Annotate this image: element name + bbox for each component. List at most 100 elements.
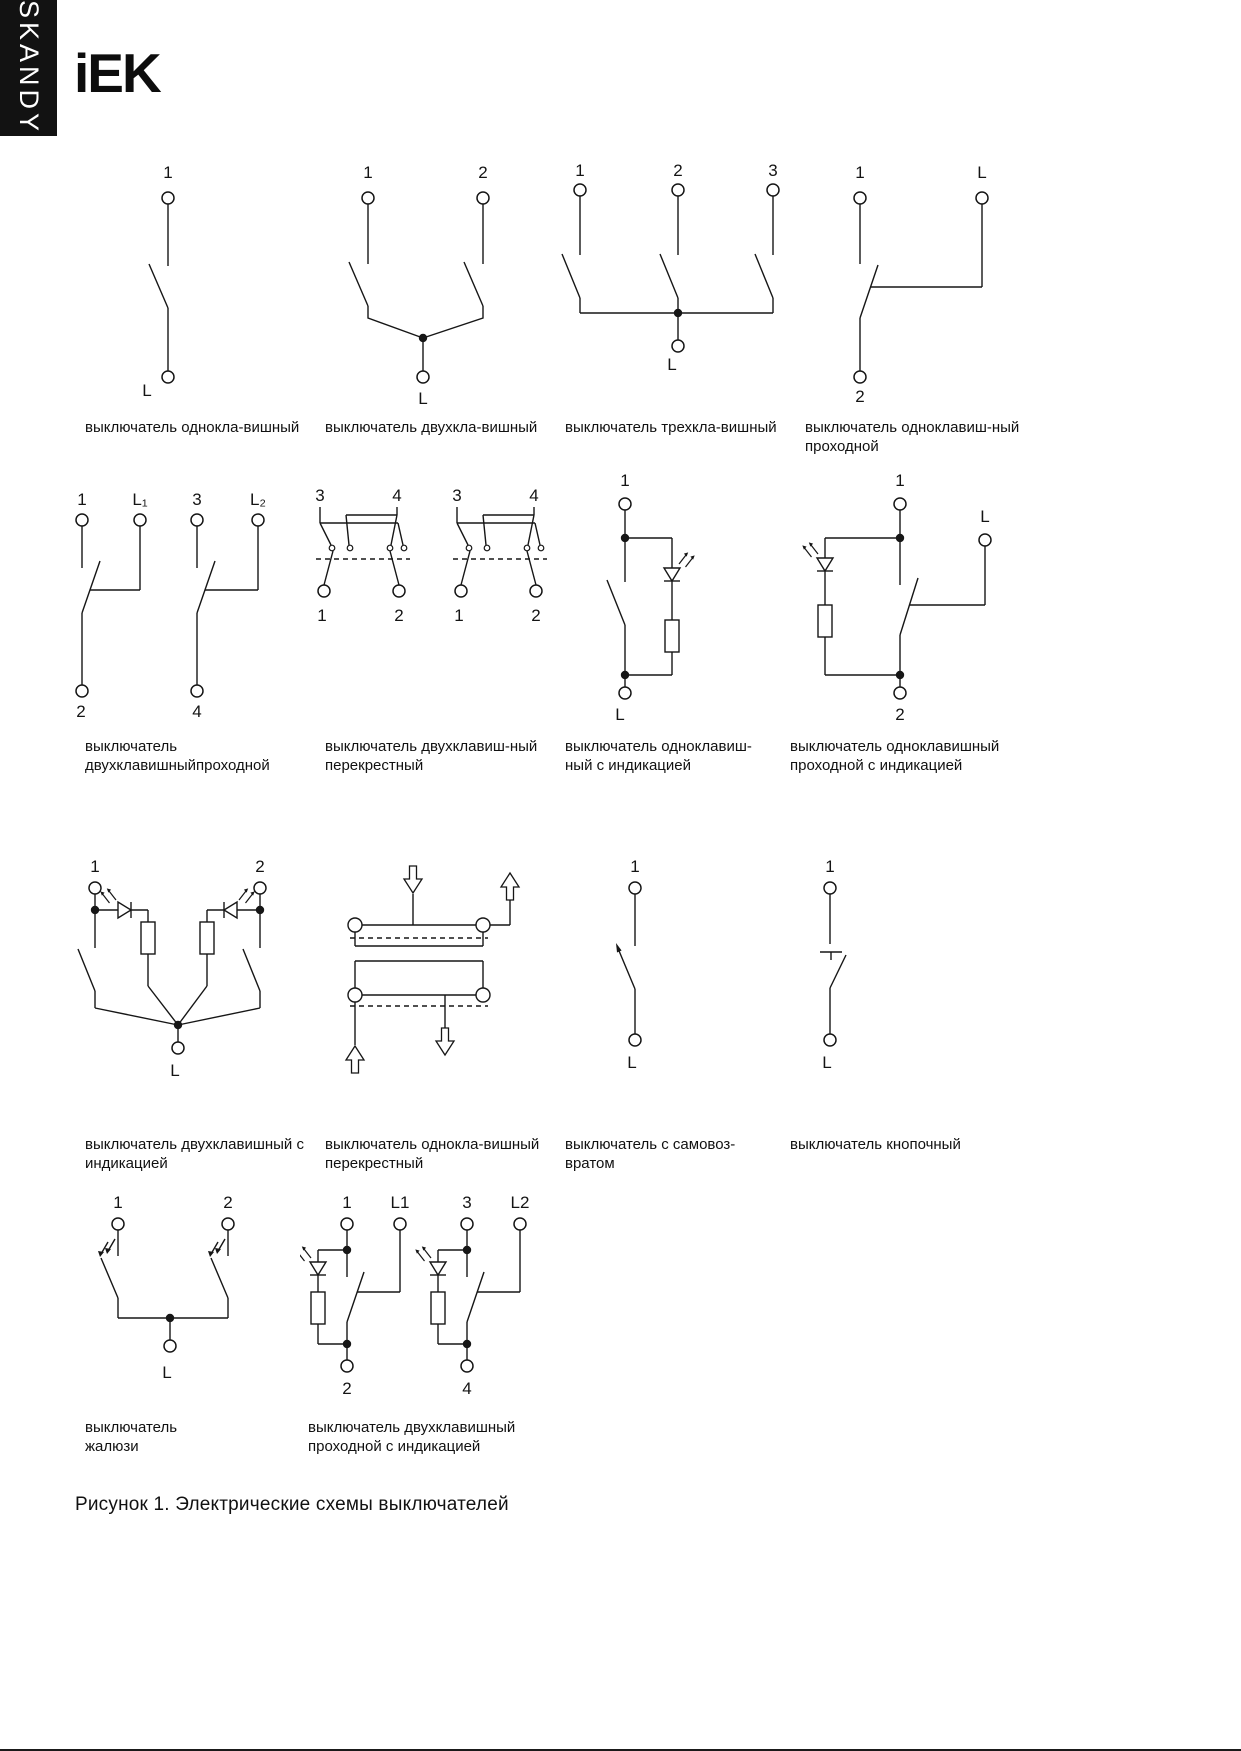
junction-dot [895, 533, 905, 543]
arrow-down-icon [403, 865, 423, 894]
caption-line: выключатель двухклавиш-ный [325, 738, 538, 755]
arrow-up-icon [500, 872, 520, 901]
caption-double-switch-indicator: выключатель двухклавишный с индикацией [85, 1135, 325, 1173]
contact-circle [400, 544, 408, 552]
terminal-circle [75, 684, 89, 698]
terminal-label: 3 [452, 486, 461, 505]
wires [859, 204, 983, 371]
terminal-circle [340, 1217, 354, 1231]
terminal-label: 1 [77, 490, 86, 509]
wires [561, 196, 774, 340]
diagram-double-crossover-switch: 3 4 [308, 485, 558, 635]
diagram-blinds-switch: 1 2 L [70, 1192, 300, 1407]
caption-blinds-switch: выключатель жалюзи [85, 1418, 285, 1456]
junction-dot [418, 333, 428, 343]
arrowhead [208, 1251, 214, 1257]
terminal-label: 2 [255, 857, 264, 876]
double-crossover-schematic: 3 4 [315, 486, 547, 625]
double-two-way-indicator-schematic: 1 L1 3 L2 [294, 1193, 530, 1398]
terminal-circle [628, 1033, 642, 1047]
resistor-icon [817, 604, 833, 638]
junction-dot [895, 670, 905, 680]
caption-single-switch: выключатель однокла-вишный [85, 418, 320, 437]
diagram-single-crossover-switch [330, 856, 550, 1101]
terminal-circle [573, 183, 587, 197]
terminal-circle [618, 497, 632, 511]
terminal-label: L2 [511, 1193, 530, 1212]
terminal-label: 1 [113, 1193, 122, 1212]
diagram-single-switch-indicator: 1 L [565, 470, 785, 740]
junction-dot [620, 670, 630, 680]
diagram-single-two-way-switch: 1 L 2 [805, 158, 1025, 418]
terminal-circle [476, 191, 490, 205]
contact-circle [386, 544, 394, 552]
wires [616, 894, 636, 1034]
terminal-label: 1 [163, 163, 172, 182]
caption-double-crossover: выключатель двухклавиш-ный перекрестный [325, 737, 560, 775]
terminal-circle [766, 183, 780, 197]
led-rays-icon [294, 1245, 312, 1262]
resistor-icon [310, 1291, 326, 1325]
caption-double-two-way: выключатель двухклавишныйпроходной [85, 737, 325, 775]
single-crossover-schematic [345, 865, 520, 1074]
terminal-circle [251, 513, 265, 527]
terminal-circle [823, 881, 837, 895]
terminal-circle [190, 684, 204, 698]
diagram-double-two-way-switch: 1 L₁ 3 L₂ 2 4 [65, 485, 305, 735]
junction-dot [90, 905, 100, 915]
caption-double-switch: выключатель двухкла-вишный [325, 418, 560, 437]
caption-line: выключатель одноклавиш- [565, 738, 752, 755]
terminal-circle [893, 686, 907, 700]
terminal-label: L₁ [132, 490, 147, 509]
spring-arrowhead [616, 943, 622, 953]
terminal-label: 2 [673, 161, 682, 180]
terminal-circle [340, 1359, 354, 1373]
terminal-circle [88, 881, 102, 895]
diagram-single-two-way-indicator: 1 L 2 [790, 470, 1020, 740]
terminal-circle [975, 191, 989, 205]
terminal-label: 3 [315, 486, 324, 505]
caption-triple-switch: выключатель трехкла-вишный [565, 418, 800, 437]
terminal-circle [221, 1217, 235, 1231]
terminal-circle [163, 1339, 177, 1353]
diagram-momentary-switch: 1 L [565, 856, 785, 1096]
terminal-label: L [627, 1053, 636, 1072]
junction-dot [255, 905, 265, 915]
terminal-circle [75, 513, 89, 527]
terminal-label: L [142, 381, 151, 400]
caption-line: проходной с индикацией [308, 1438, 481, 1455]
led-rays-icon [238, 887, 256, 904]
terminal-label: L [418, 389, 427, 408]
junction-dot [462, 1245, 472, 1255]
caption-line: выключатель [85, 1419, 178, 1436]
terminal-label: L [162, 1363, 171, 1382]
brand-sidebar-label: SKANDY [14, 0, 44, 136]
led-icon [223, 901, 238, 919]
terminal-circle [393, 1217, 407, 1231]
led-icon [663, 567, 681, 582]
terminal-label: 4 [529, 486, 538, 505]
caption-line: выключатель с самовоз- [565, 1136, 736, 1153]
resistor-icon [140, 921, 156, 955]
diagram-push-button-switch: 1 L [790, 856, 1010, 1096]
terminal-label: 4 [392, 486, 401, 505]
terminal-label: 1 [342, 1193, 351, 1212]
terminal-circle [893, 497, 907, 511]
single-two-way-indicator-schematic: 1 L 2 [801, 471, 992, 724]
wires [100, 1230, 229, 1340]
terminal-label: 3 [768, 161, 777, 180]
terminal-circle [853, 191, 867, 205]
terminal-circle [460, 1359, 474, 1373]
arrowhead [98, 1251, 104, 1257]
terminal-label: 1 [630, 857, 639, 876]
caption-line: выключатель двухкла-вишный [325, 419, 538, 436]
junction-dot [342, 1245, 352, 1255]
wires [606, 510, 673, 687]
terminal-circle [392, 584, 406, 598]
terminal-label: 1 [620, 471, 629, 490]
caption-line: ный с индикацией [565, 757, 691, 774]
terminal-label: 1 [855, 163, 864, 182]
resistor-icon [664, 619, 680, 653]
terminal-label: 3 [462, 1193, 471, 1212]
